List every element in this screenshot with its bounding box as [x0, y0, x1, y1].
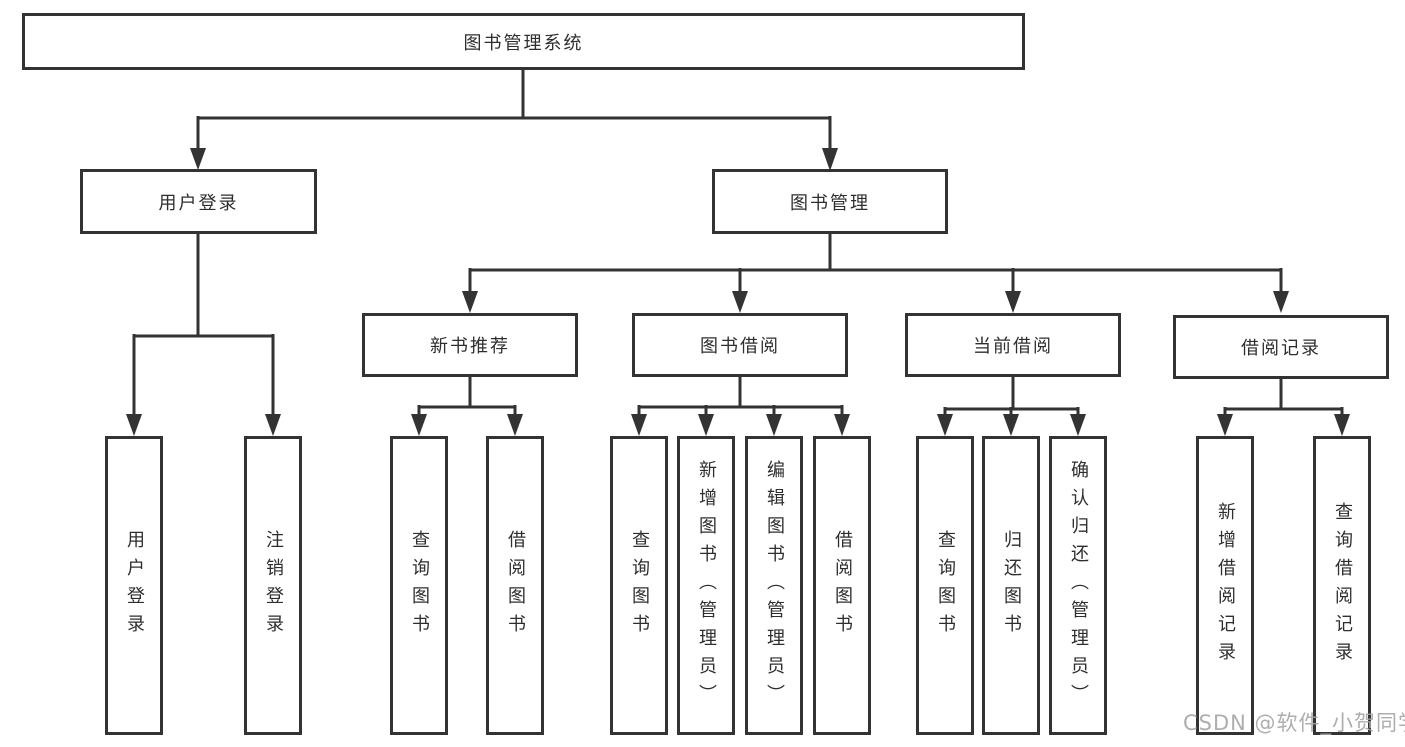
- node-user-login: 用户登录: [80, 169, 317, 234]
- node-label: 借阅图书: [832, 529, 853, 642]
- leaf-current-confirm-return-admin: 确认归还（管理员）: [1049, 436, 1107, 735]
- arrowheads: [126, 148, 1350, 436]
- csdn-watermark: CSDN @软件_小贺同学: [1183, 711, 1405, 735]
- leaf-borrow-add-book-admin: 新增图书（管理员）: [677, 436, 735, 735]
- node-label: 新增图书（管理员）: [696, 459, 717, 712]
- node-label: 图书借阅: [700, 336, 780, 357]
- leaf-current-return-book: 归还图书: [982, 436, 1040, 735]
- node-label: 确认归还（管理员）: [1068, 459, 1089, 712]
- node-label: 查询借阅记录: [1332, 501, 1353, 670]
- node-label: 用户登录: [158, 192, 239, 214]
- node-current-borrow: 当前借阅: [905, 313, 1121, 377]
- node-label: 查询图书: [409, 529, 430, 642]
- leaf-record-query-borrow-record: 查询借阅记录: [1313, 436, 1371, 735]
- leaf-borrow-borrow-book: 借阅图书: [813, 436, 871, 735]
- leaf-borrow-edit-book-admin: 编辑图书（管理员）: [745, 436, 803, 735]
- node-label: 借阅记录: [1241, 338, 1321, 359]
- node-book-borrow: 图书借阅: [632, 313, 848, 377]
- node-label: 图书管理系统: [463, 32, 584, 54]
- leaf-user-login: 用户登录: [105, 436, 163, 735]
- node-label: 图书管理: [790, 192, 870, 214]
- leaf-recommend-query-book: 查询图书: [390, 436, 448, 735]
- node-book-management: 图书管理: [712, 169, 948, 234]
- node-root-library-system: 图书管理系统: [22, 13, 1025, 70]
- node-label: 编辑图书（管理员）: [764, 459, 785, 712]
- node-label: 用户登录: [124, 529, 145, 642]
- node-borrow-records: 借阅记录: [1173, 315, 1389, 379]
- node-label: 新增借阅记录: [1215, 501, 1236, 670]
- node-label: 查询图书: [935, 529, 956, 642]
- node-label: 借阅图书: [505, 529, 526, 642]
- node-label: 新书推荐: [430, 336, 510, 357]
- node-label: 查询图书: [629, 529, 650, 642]
- node-new-book-recommend: 新书推荐: [362, 313, 578, 377]
- leaf-record-add-borrow-record: 新增借阅记录: [1196, 436, 1254, 735]
- leaf-logout: 注销登录: [244, 436, 302, 735]
- leaf-recommend-borrow-book: 借阅图书: [486, 436, 544, 735]
- leaf-current-query-book: 查询图书: [916, 436, 974, 735]
- node-label: 当前借阅: [973, 336, 1053, 357]
- leaf-borrow-query-book: 查询图书: [610, 436, 668, 735]
- node-label: 注销登录: [263, 529, 284, 642]
- node-label: 归还图书: [1001, 529, 1022, 642]
